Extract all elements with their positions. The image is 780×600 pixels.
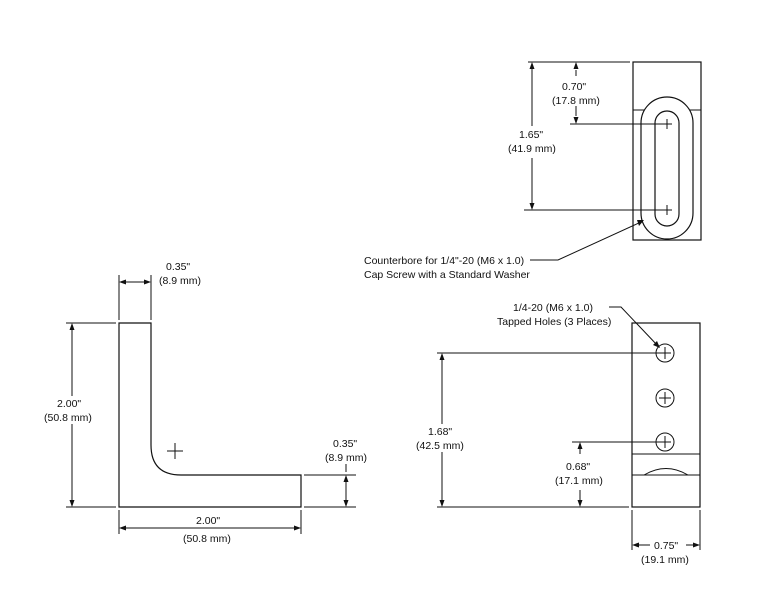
dim-slot-length-in: 1.65" [519,129,543,141]
dim-top-hole-height: 1.68" (42.5 mm) [416,352,660,508]
dim-slot-length-mm: (41.9 mm) [508,143,556,155]
dim-slot-offset-in: 0.70" [562,81,586,93]
tapped-holes-note-line2: Tapped Holes (3 Places) [497,316,611,328]
center-mark-icon [167,443,183,459]
front-view: 0.35" (8.9 mm) 2.00" (50.8 mm) 2.00" (50… [44,261,367,545]
dim-top-hole-height-in: 1.68" [428,426,452,438]
counterbore-note-line2: Cap Screw with a Standard Washer [364,269,530,281]
dim-height: 2.00" (50.8 mm) [44,322,116,508]
dim-bottom-hole-height: 0.68" (17.1 mm) [555,441,660,507]
dim-horizontal-leg-thickness-in: 0.35" [333,438,357,450]
tapped-hole-middle-icon [655,388,675,408]
through-slot [654,110,680,227]
dim-height-in: 2.00" [57,398,81,410]
l-bracket-outline [118,322,302,508]
side-view: 1/4-20 (M6 x 1.0) Tapped Holes (3 Places… [416,302,701,566]
dim-height-mm: (50.8 mm) [44,412,92,424]
counterbore-note: Counterbore for 1/4"-20 (M6 x 1.0) Cap S… [364,220,644,281]
side-view-outline [631,322,701,508]
dim-vertical-leg-width-mm: (8.9 mm) [159,275,201,287]
dim-slot-length: 1.65" (41.9 mm) [508,62,662,211]
dim-top-hole-height-mm: (42.5 mm) [416,440,464,452]
top-view: 0.70" (17.8 mm) 1.65" (41.9 mm) Counterb… [364,61,702,281]
dim-bottom-hole-height-mm: (17.1 mm) [555,475,603,487]
dim-vertical-leg-width-in: 0.35" [166,261,190,273]
dim-vertical-leg-width: 0.35" (8.9 mm) [118,261,201,320]
counterbore-note-line1: Counterbore for 1/4"-20 (M6 x 1.0) [364,255,524,267]
dim-horizontal-leg-thickness-mm: (8.9 mm) [325,452,367,464]
dim-slot-offset: 0.70" (17.8 mm) [528,61,662,125]
dim-side-width-in: 0.75" [654,540,678,552]
tapped-holes-note-line1: 1/4-20 (M6 x 1.0) [513,302,593,314]
dim-width-mm: (50.8 mm) [183,533,231,545]
dim-side-width-mm: (19.1 mm) [641,554,689,566]
slot-top-center-icon [662,119,672,129]
dim-side-width: 0.75" (19.1 mm) [631,510,701,566]
dim-width-in: 2.00" [196,515,220,527]
side-view-fillet-edge [643,468,689,476]
slot-bottom-center-icon [662,205,672,215]
dim-slot-offset-mm: (17.8 mm) [552,95,600,107]
dim-horizontal-leg-thickness: 0.35" (8.9 mm) [304,438,367,508]
dim-width: 2.00" (50.8 mm) [118,510,302,545]
tapped-holes-note: 1/4-20 (M6 x 1.0) Tapped Holes (3 Places… [497,302,660,348]
dim-bottom-hole-height-in: 0.68" [566,461,590,473]
